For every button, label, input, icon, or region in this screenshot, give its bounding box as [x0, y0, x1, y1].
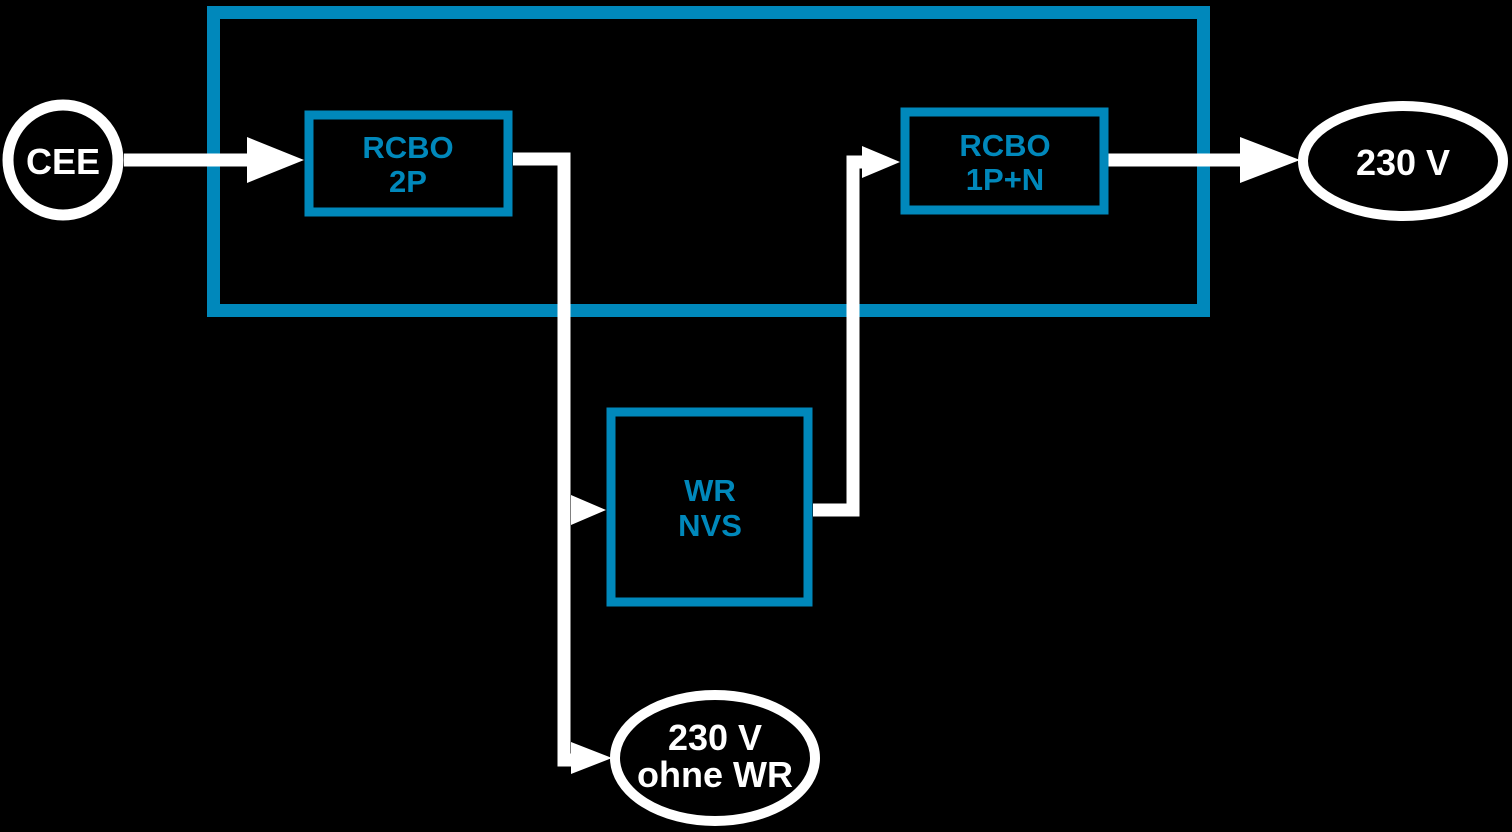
node-rcbo-1pn: RCBO 1P+N	[900, 107, 1109, 215]
node-230v-ohne-wr-output: 230 V ohne WR	[610, 690, 820, 826]
arrow-into-wr	[571, 495, 606, 525]
rcbo-1pn-line1: RCBO	[959, 128, 1050, 163]
230v-ohne-wr-line1: 230 V	[668, 717, 762, 758]
arrow-into-ohne-wr	[571, 742, 612, 774]
230v-ohne-wr-line2: ohne WR	[637, 754, 793, 795]
edge-wr-rcbo1pn	[813, 155, 866, 517]
node-230v-output: 230 V	[1298, 101, 1508, 221]
230v-label: 230 V	[1356, 142, 1450, 183]
node-wr-nvs: WR NVS	[606, 407, 813, 607]
rcbo-1pn-line2: 1P+N	[966, 162, 1044, 197]
wr-nvs-line2: NVS	[678, 508, 742, 543]
edge-rcbo2p-branch	[513, 152, 575, 767]
arrow-into-rcbo1pn	[862, 146, 900, 178]
arrow-into-rcbo2p	[247, 137, 304, 183]
arrow-into-230v	[1240, 137, 1300, 183]
node-cee: CEE	[2, 99, 124, 221]
rcbo-2p-line1: RCBO	[362, 130, 453, 165]
cee-label: CEE	[26, 141, 100, 182]
wr-nvs-line1: WR	[684, 473, 736, 508]
node-rcbo-2p: RCBO 2P	[304, 110, 513, 217]
rcbo-2p-line2: 2P	[389, 164, 427, 199]
